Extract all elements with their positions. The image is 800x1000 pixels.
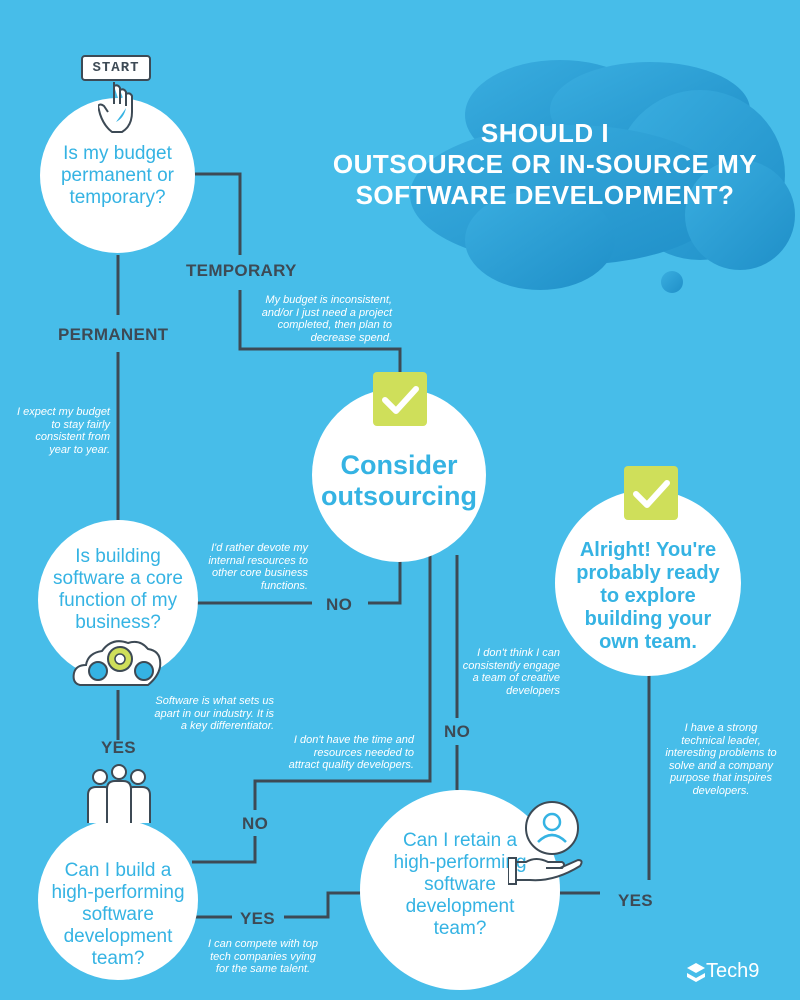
question-retain-text: Can I retain a high-performing software … bbox=[393, 830, 527, 939]
label-no-retain: NO bbox=[444, 722, 471, 741]
question-budget: Is my budget permanent or temporary? bbox=[40, 98, 195, 253]
question-core: Is building software a core function of … bbox=[38, 520, 198, 680]
gears-cloud-icon bbox=[72, 640, 162, 686]
question-core-text: Is building software a core function of … bbox=[53, 546, 183, 633]
note-no-core: I'd rather devote my internal resources … bbox=[208, 542, 308, 592]
start-button: START bbox=[81, 55, 151, 81]
label-yes-core: YES bbox=[101, 738, 136, 757]
tech9-logo-icon bbox=[687, 963, 705, 982]
note-temporary: My budget is inconsistent, and/or I just… bbox=[261, 294, 392, 344]
result-own-team: Alright! You're probably ready to explor… bbox=[555, 490, 741, 676]
check-icon-outsourcing bbox=[373, 372, 427, 426]
label-yes-retain: YES bbox=[618, 891, 653, 910]
result-outsourcing-text: Consider outsourcing bbox=[321, 450, 477, 511]
note-yes-build: I can compete with top tech companies vy… bbox=[207, 938, 319, 975]
note-yes-retain: I have a strong technical leader, intere… bbox=[665, 722, 777, 797]
question-build: Can I build a high-performing software d… bbox=[38, 820, 198, 980]
question-budget-text: Is my budget permanent or temporary? bbox=[60, 142, 174, 208]
label-no-build: NO bbox=[242, 814, 269, 833]
check-icon-own-team bbox=[624, 466, 678, 520]
note-yes-core: Software is what sets us apart in our in… bbox=[154, 695, 274, 732]
note-permanent: I expect my budget to stay fairly consis… bbox=[17, 406, 110, 456]
page-title: SHOULD I OUTSOURCE OR IN-SOURCE MY SOFTW… bbox=[332, 118, 758, 210]
team-icon bbox=[87, 764, 151, 823]
label-temporary: TEMPORARY bbox=[186, 261, 297, 280]
result-own-team-text: Alright! You're probably ready to explor… bbox=[576, 538, 720, 653]
person-hand-icon bbox=[508, 801, 583, 885]
label-no-core: NO bbox=[326, 595, 353, 614]
note-no-retain: I don't think I can consistently engage … bbox=[462, 647, 560, 697]
label-permanent: PERMANENT bbox=[58, 325, 169, 344]
brand-name: Tech9 bbox=[706, 960, 760, 982]
note-no-build: I don't have the time and resources need… bbox=[288, 734, 414, 771]
label-yes-build: YES bbox=[240, 909, 275, 928]
pointer-hand-icon bbox=[98, 82, 133, 133]
question-build-text: Can I build a high-performing software d… bbox=[51, 860, 185, 969]
